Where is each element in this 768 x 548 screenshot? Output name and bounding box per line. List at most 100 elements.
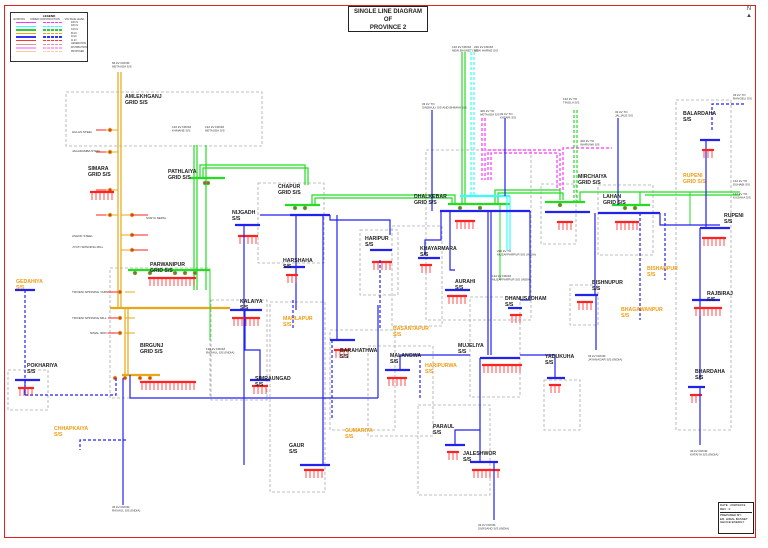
substation-name-lahan: LAHAN xyxy=(603,194,621,200)
external-feed-label: 33 kV FROM xyxy=(690,449,708,453)
substation-suffix-rupeni_grid: GRID S/S xyxy=(683,179,706,185)
zone-pokhariya xyxy=(7,369,49,411)
substation-name-maulapur: MAULAPUR xyxy=(283,316,313,322)
external-feed-label: 132 kV TO xyxy=(733,179,748,183)
external-feed-label: 132 kV FROM xyxy=(205,125,225,129)
33kv-to-simraungad xyxy=(244,310,261,380)
33kv-to-malangwa xyxy=(399,354,470,370)
legend-swatch-construction xyxy=(43,25,63,28)
legend-swatch-existing xyxy=(16,47,36,49)
industry-label: JAGADAMBA STEEL xyxy=(72,149,101,153)
substation-name-dhanusadham: DHANUSADHAM xyxy=(505,296,547,302)
substation-suffix-rajbiraj: S/S xyxy=(707,297,716,303)
industry-label: HULAS STEEL xyxy=(72,130,93,134)
legend-label: 11 kV xyxy=(71,39,77,42)
substation-suffix-parwanipur: GRID S/S xyxy=(150,268,173,274)
substation-name-birgunj: BIRGUNJ xyxy=(140,343,163,349)
legend-swatch-existing xyxy=(16,22,36,24)
transformer-icon xyxy=(147,270,153,276)
33kv-to-rupeni xyxy=(659,213,720,226)
substation-suffix-dhanusadham: S/S xyxy=(505,302,514,308)
zone-lahan xyxy=(597,184,654,256)
substation-name-chapur: CHAPUR xyxy=(278,184,300,190)
external-feed-label: 33 kV TO xyxy=(733,93,746,97)
info-prepared: PREPARED BY: xyxy=(720,513,742,518)
substation-suffix-aurahi: S/S xyxy=(455,285,464,291)
title-line2: OF xyxy=(383,17,393,23)
substation-suffix-pathlaiya: GRID S/S xyxy=(168,175,191,181)
external-feed-label: 33 kV FROM xyxy=(588,354,606,358)
legend-swatch-construction xyxy=(43,50,63,53)
legend-label: PROPOSED xyxy=(71,50,85,53)
substation-suffix-khayarmara: S/S xyxy=(420,252,429,258)
400kv-dhalkebar-inaruwa xyxy=(490,152,558,190)
substation-suffix-chhapkaiya: S/S xyxy=(54,432,63,438)
external-feed-label: 33 kV TO xyxy=(500,112,513,116)
substation-name-haripurwa: HARIPURWA xyxy=(425,363,457,369)
substation-name-yadukuha: YADUKUHA xyxy=(545,354,574,360)
transformer-icon xyxy=(192,270,198,276)
external-feed-label: JALJALE S/S xyxy=(615,114,633,118)
substation-suffix-simara: GRID S/S xyxy=(88,172,111,178)
legend: LEGEND EXISTING UNDER CONSTRUCTION VOLTA… xyxy=(10,12,88,62)
substation-suffix-mujeliya: S/S xyxy=(458,349,467,355)
substation-suffix-haripurwa: S/S xyxy=(425,369,434,375)
zone-barahathwa xyxy=(329,329,396,431)
title-line1: SINGLE LINE DIAGRAM xyxy=(353,9,422,15)
substation-name-dhalkebar: DHALKEBAR xyxy=(414,194,447,200)
legend-row: PROPOSED xyxy=(11,50,87,54)
substation-name-kalaiya: KALAIYA xyxy=(240,299,263,305)
external-feed-label: RANGELI S/S xyxy=(733,97,752,101)
external-feed-label: 132 kV TO xyxy=(563,97,578,101)
transformer-icon xyxy=(457,205,463,211)
substation-suffix-mirchaiya: GRID S/S xyxy=(578,180,601,186)
arrow-glyph: ▲ xyxy=(746,13,752,19)
external-feed-label: SURSAND S/S (INDIA) xyxy=(478,527,509,531)
132kv-pathlaiya-chapur xyxy=(202,167,309,185)
substation-name-bishanpur: BISHANPUR xyxy=(647,266,678,272)
substation-name-aurahi: AURAHI xyxy=(455,279,476,285)
transformer-icon xyxy=(292,205,298,211)
substation-name-bhagawanpur: BHAGAWANPUR xyxy=(621,307,663,313)
external-feed-label: 33 kV TO xyxy=(422,102,435,106)
external-feed-label: RAXAUL S/S (INDIA) xyxy=(112,509,140,513)
legend-swatch-existing xyxy=(16,40,36,42)
transformer-icon xyxy=(107,149,113,155)
33kv-to-chhapkaiya xyxy=(79,439,126,450)
industry-label: TRIVENI SPINNING MILL xyxy=(72,316,107,320)
33kv-to-khayarmara xyxy=(424,210,442,255)
substation-name-pathlaiya: PATHLAIYA xyxy=(168,169,197,175)
substation-name-simara: SIMARA xyxy=(88,166,109,172)
legend-swatch-construction xyxy=(43,32,63,35)
legend-swatch-construction xyxy=(43,43,63,46)
33kv-to-yadukuha xyxy=(520,354,556,378)
substation-name-gaur: GAUR xyxy=(289,443,305,449)
legend-label: 132 kV xyxy=(71,28,79,31)
transformer-icon xyxy=(557,202,563,208)
substation-name-mujeliya: MUJELIYA xyxy=(458,343,484,349)
legend-columns: EXISTING UNDER CONSTRUCTION VOLTAGE LEVE… xyxy=(11,18,87,21)
external-feed-label: 33 kV TO xyxy=(615,110,628,114)
substation-name-malangwa: MALANGWA xyxy=(390,353,421,359)
external-feed-label: 400 kV TO xyxy=(580,139,595,143)
legend-label: 220 kV xyxy=(71,25,79,28)
33kv-to-gedahiya xyxy=(24,290,117,396)
zone-yadukuha xyxy=(543,379,581,431)
external-feed-label: 132 kV FROM xyxy=(452,45,472,49)
transformer-icon xyxy=(132,270,138,276)
external-feed-label: 33 kV FROM xyxy=(112,505,130,509)
substation-name-rupeni_grid: RUPENI xyxy=(683,173,703,179)
legend-row: DISTRIBUTION xyxy=(11,46,87,50)
external-feed-label: 132 kV FROM xyxy=(172,125,192,129)
external-feed-label: 132 kV FROM xyxy=(492,274,512,278)
north-letter: N xyxy=(746,6,752,12)
zone-chapur xyxy=(257,182,325,264)
zone-saptari xyxy=(675,99,732,431)
legend-label: DISTRIBUTION xyxy=(70,46,87,49)
substation-suffix-bishanpur: S/S xyxy=(647,272,656,278)
external-feed-label: 400 kV TO xyxy=(480,109,495,113)
legend-label: 66 kV xyxy=(71,32,77,35)
zone-jaleshwor xyxy=(417,404,491,496)
